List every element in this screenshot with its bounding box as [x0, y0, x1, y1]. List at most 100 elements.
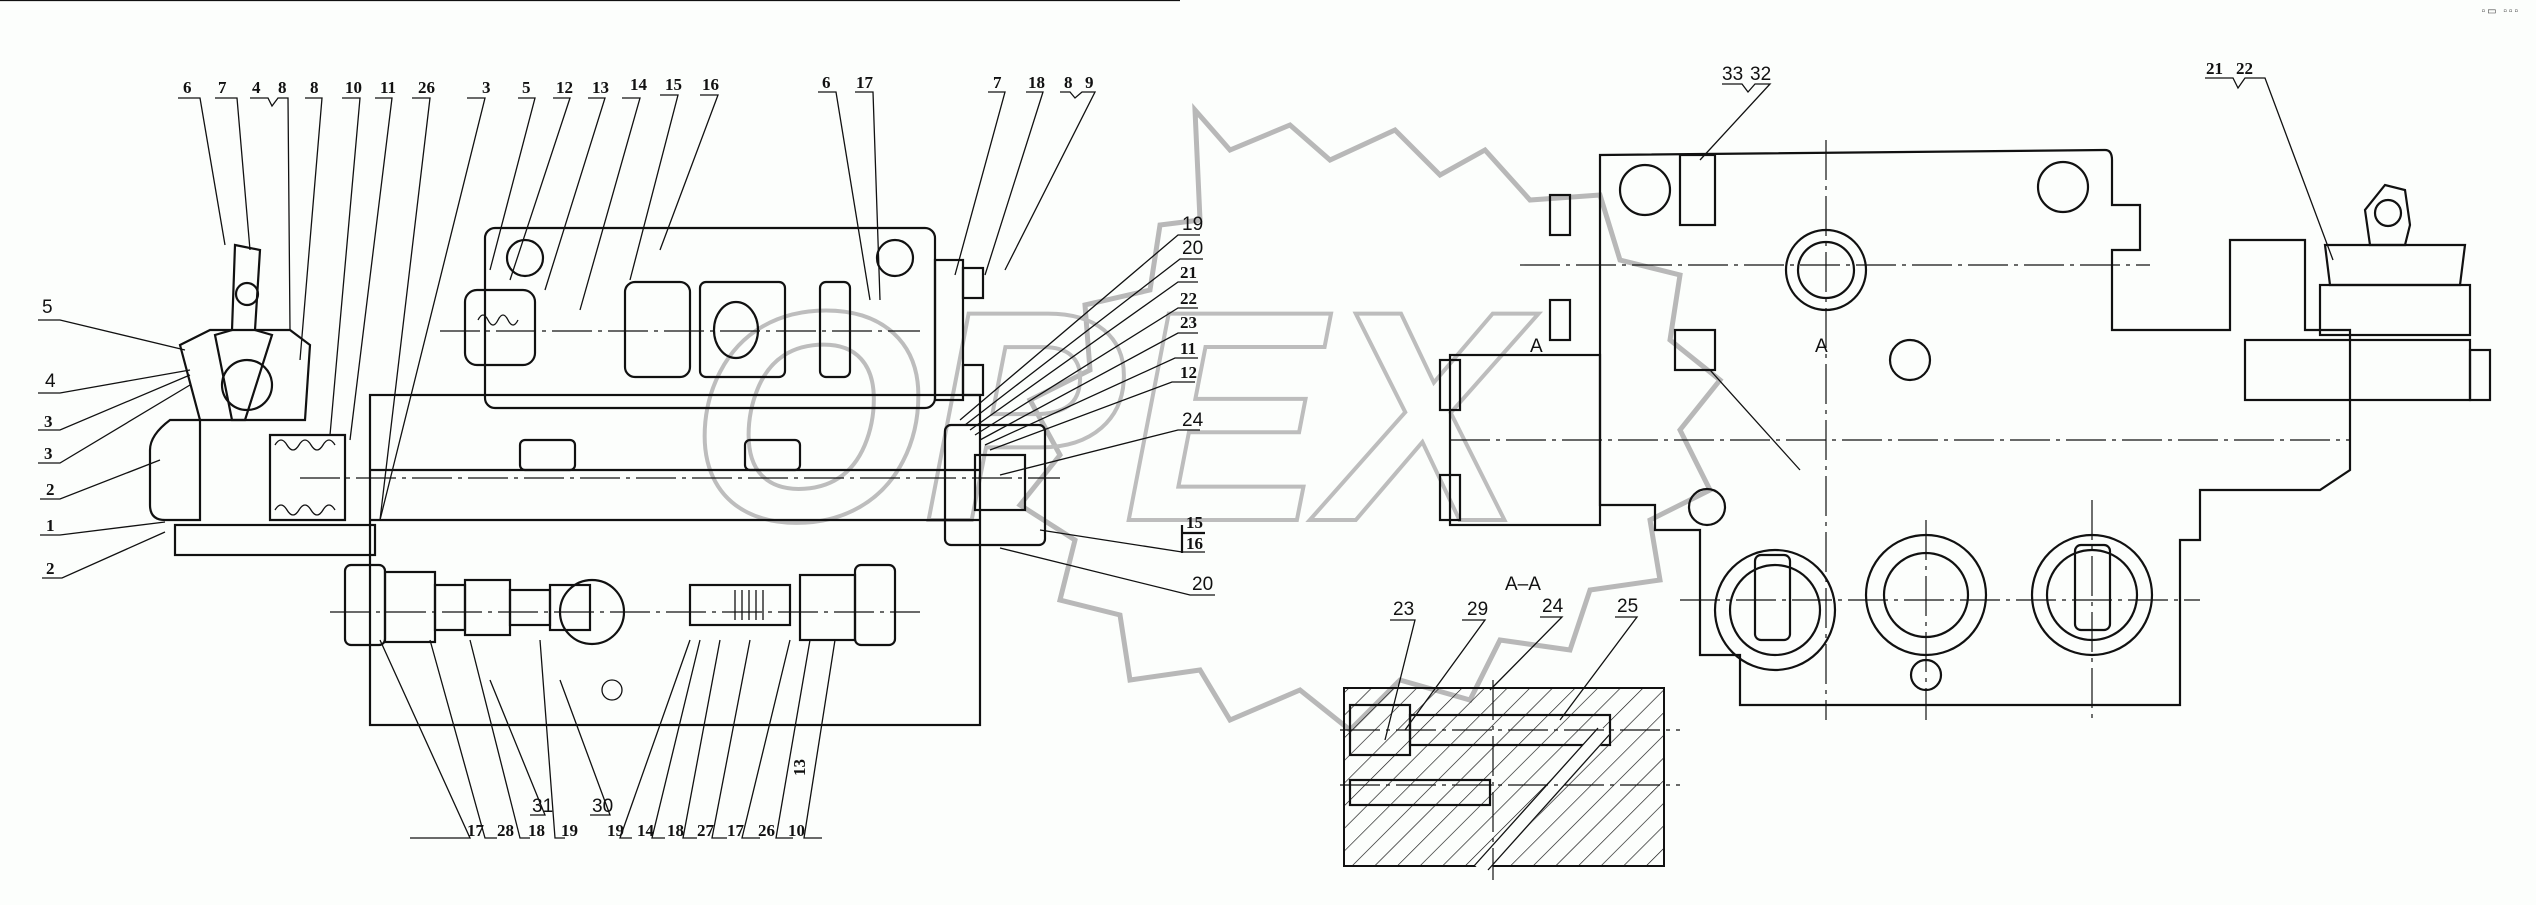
- spool-land-3: [818, 280, 852, 379]
- main-body: [368, 393, 982, 727]
- left-section-view: [148, 226, 1060, 727]
- callout-label: 2: [46, 559, 55, 578]
- section-aa-detail: 23 29 24 25: [1340, 596, 1680, 880]
- callout-label: 16: [1186, 534, 1203, 553]
- right-top-callouts: 33 32 21 22: [1699, 59, 2334, 471]
- detent-spring: [477, 314, 519, 326]
- callout-label: 19: [561, 821, 578, 840]
- watermark-text: OPEX: [690, 248, 1539, 584]
- callout-label: 7: [218, 78, 227, 97]
- end-nut-top: [961, 266, 985, 300]
- callout-label: 17: [856, 73, 874, 92]
- callout-label: 30: [592, 796, 613, 817]
- watermark: OPEX: [688, 102, 1724, 734]
- plug-aa: [1673, 328, 1717, 372]
- callout-label: 18: [667, 821, 684, 840]
- callout-label: 1: [46, 516, 55, 535]
- corner-marks: ▫▭ ▫▫▫: [2481, 6, 2520, 17]
- callout-label: 31: [532, 796, 553, 817]
- callout-label: 22: [2236, 59, 2253, 78]
- callout-label: 8: [310, 78, 319, 97]
- centering-spring-top: [274, 439, 336, 451]
- left-top-callout-labels: 6 7 4 8 8 10 11 26 3 5 12 13 14 15 16 6 …: [183, 73, 1094, 97]
- callout-label: 20: [1192, 574, 1213, 595]
- left-top-callouts: [178, 91, 1097, 521]
- callout-label: 17: [727, 821, 745, 840]
- callout-label: 8: [278, 78, 287, 97]
- callout-label: 23: [1393, 599, 1414, 620]
- callout-label: 5: [522, 78, 531, 97]
- callout-label: 8: [1064, 73, 1073, 92]
- base-plate: [173, 523, 377, 557]
- callout-label: 28: [497, 821, 514, 840]
- callout-label: 5: [42, 297, 53, 318]
- mount-hole-tl: [1618, 163, 1672, 217]
- section-title: A–A: [1505, 574, 1541, 595]
- callout-label: 24: [1182, 410, 1204, 431]
- check-valve: [688, 583, 792, 627]
- detent-housing: [463, 288, 537, 367]
- callout-label: 3: [482, 78, 491, 97]
- spool-port: [712, 300, 760, 360]
- callout-label: 21: [2206, 59, 2223, 78]
- callout-label: 15: [665, 75, 682, 94]
- watermark-gear: [1016, 102, 1724, 734]
- callout-label: 19: [1182, 214, 1203, 235]
- port-a: [1713, 548, 1837, 672]
- callout-label: 20: [1182, 238, 1203, 259]
- callout-label: 16: [702, 75, 719, 94]
- callout-label: 27: [697, 821, 715, 840]
- callout-label: 13: [790, 759, 809, 776]
- callout-label: 10: [345, 78, 362, 97]
- right-exterior-view: A A A–A: [1438, 140, 2492, 720]
- actuator-body: [2243, 338, 2472, 402]
- section-lower-bore: [1348, 778, 1492, 807]
- end-cap: [933, 258, 965, 402]
- check-spring: [734, 590, 764, 620]
- callout-label: 26: [418, 78, 435, 97]
- relief-cap: [943, 423, 1047, 547]
- callout-label: 6: [822, 73, 831, 92]
- actuator-cap: [2318, 283, 2472, 337]
- callout-label: 15: [1186, 513, 1203, 532]
- callout-label: 24: [1542, 596, 1564, 617]
- left-side-callouts: 5 4 3 3 2 1 2: [38, 297, 191, 579]
- callout-label: 7: [993, 73, 1002, 92]
- plug-33: [1678, 153, 1717, 227]
- callout-label: 2: [46, 480, 55, 499]
- left-bottom-callouts: 17 28 18 19 19 14 18 27 17 26 10 31 30 1…: [379, 639, 836, 840]
- callout-label: 14: [637, 821, 655, 840]
- callout-label: 14: [630, 75, 648, 94]
- upper-bolt-hole-right: [875, 238, 915, 278]
- callout-label: 4: [45, 371, 56, 392]
- lever-pivot: [234, 281, 260, 307]
- callout-label: 29: [1467, 599, 1488, 620]
- callout-label: 23: [1180, 313, 1197, 332]
- spool-land-1: [623, 280, 692, 379]
- spring-chamber: [268, 433, 347, 522]
- callout-label: 10: [788, 821, 805, 840]
- lower-housing: [148, 418, 202, 522]
- callout-label: 11: [1180, 339, 1196, 358]
- callout-label: 13: [592, 78, 609, 97]
- callout-label: 21: [1180, 263, 1197, 282]
- lower-spool-nut-right: [853, 563, 897, 647]
- valve-body-outline: [1598, 148, 2352, 707]
- callout-label: 4: [252, 78, 261, 97]
- callout-label: 12: [1180, 363, 1197, 382]
- actuator-eye: [2363, 183, 2412, 247]
- lower-spool-nut-left: [343, 563, 387, 647]
- upper-bolt-hole-left: [505, 238, 545, 278]
- callout-label: 6: [183, 78, 192, 97]
- callout-label: 33: [1722, 64, 1743, 85]
- callout-label: 25: [1617, 596, 1638, 617]
- callout-label: 11: [380, 78, 396, 97]
- left-right-callouts: 19 20 21 22 23 11 12 24 15 16 20: [0, 0, 1215, 596]
- callout-label: 12: [556, 78, 573, 97]
- callout-label: 9: [1085, 73, 1094, 92]
- callout-label: 18: [1028, 73, 1045, 92]
- callout-label: 3: [44, 444, 53, 463]
- boot-cover: [178, 328, 312, 422]
- callout-label: 32: [1750, 64, 1771, 85]
